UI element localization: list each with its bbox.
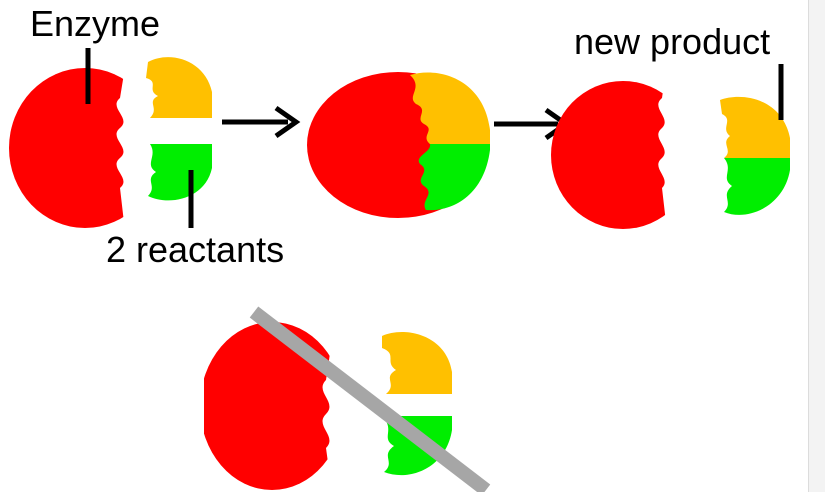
right-edge-panel <box>808 0 825 492</box>
mismatch-yellow-part <box>382 332 452 394</box>
right-arrow-1 <box>222 105 301 139</box>
diagonal-strike-line <box>249 306 491 492</box>
product-green-part <box>724 158 790 215</box>
reactant-yellow <box>146 57 212 118</box>
enzyme-mismatch-body <box>204 322 338 490</box>
enzyme-released-body <box>551 81 676 229</box>
complex-yellow-part <box>410 72 490 144</box>
enzyme-stage-1 <box>9 57 212 228</box>
enzyme-mismatch <box>204 322 452 490</box>
enzyme-body <box>9 68 136 228</box>
reactant-green <box>148 144 212 201</box>
enzyme-label: Enzyme <box>30 3 160 44</box>
complex-green-part <box>418 144 490 211</box>
enzyme-stage-2 <box>307 72 490 218</box>
reactants-label: 2 reactants <box>106 229 284 270</box>
product-yellow-part <box>720 96 790 158</box>
new-product-label: new product <box>574 21 770 62</box>
enzyme-stage-3 <box>551 81 790 229</box>
